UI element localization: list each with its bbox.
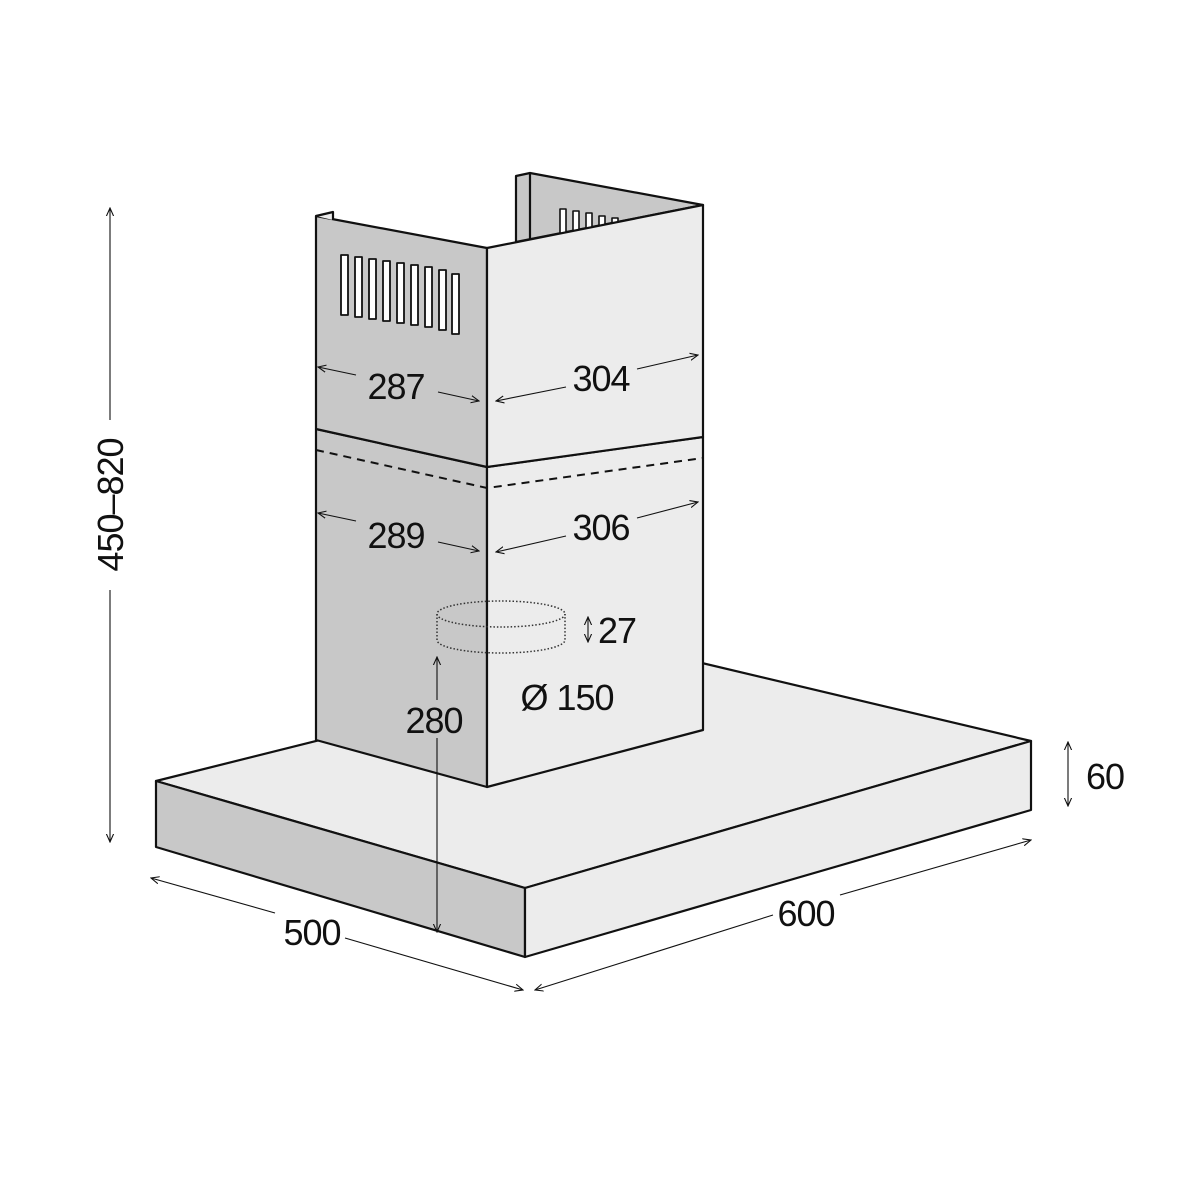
canopy-width-label: 600 [777, 893, 834, 934]
upper-chimney-width-label: 304 [572, 358, 629, 399]
lower-chimney-right-face [485, 435, 705, 789]
outlet-collar-height-label: 27 [598, 610, 636, 651]
outlet-diameter-label: Ø 150 [520, 677, 613, 718]
canopy-depth-label: 500 [283, 912, 340, 953]
upper-chimney-left-face [314, 214, 489, 469]
total-height-label: 450–820 [90, 438, 131, 571]
chimney [314, 171, 705, 789]
canopy-height-label: 60 [1086, 756, 1124, 797]
front-vent-slots [340, 254, 460, 335]
outlet-height-label: 280 [405, 700, 462, 741]
lower-chimney-width-label: 306 [572, 507, 629, 548]
upper-chimney-depth-label: 287 [367, 366, 424, 407]
canopy-front-right-face [523, 739, 1033, 959]
upper-chimney-right-face [485, 203, 705, 469]
dimension-lines [110, 208, 1068, 990]
outlet-collar [436, 600, 566, 654]
overlap-dashed-line [315, 449, 704, 490]
canopy [154, 652, 1033, 959]
lower-chimney-depth-label: 289 [367, 515, 424, 556]
